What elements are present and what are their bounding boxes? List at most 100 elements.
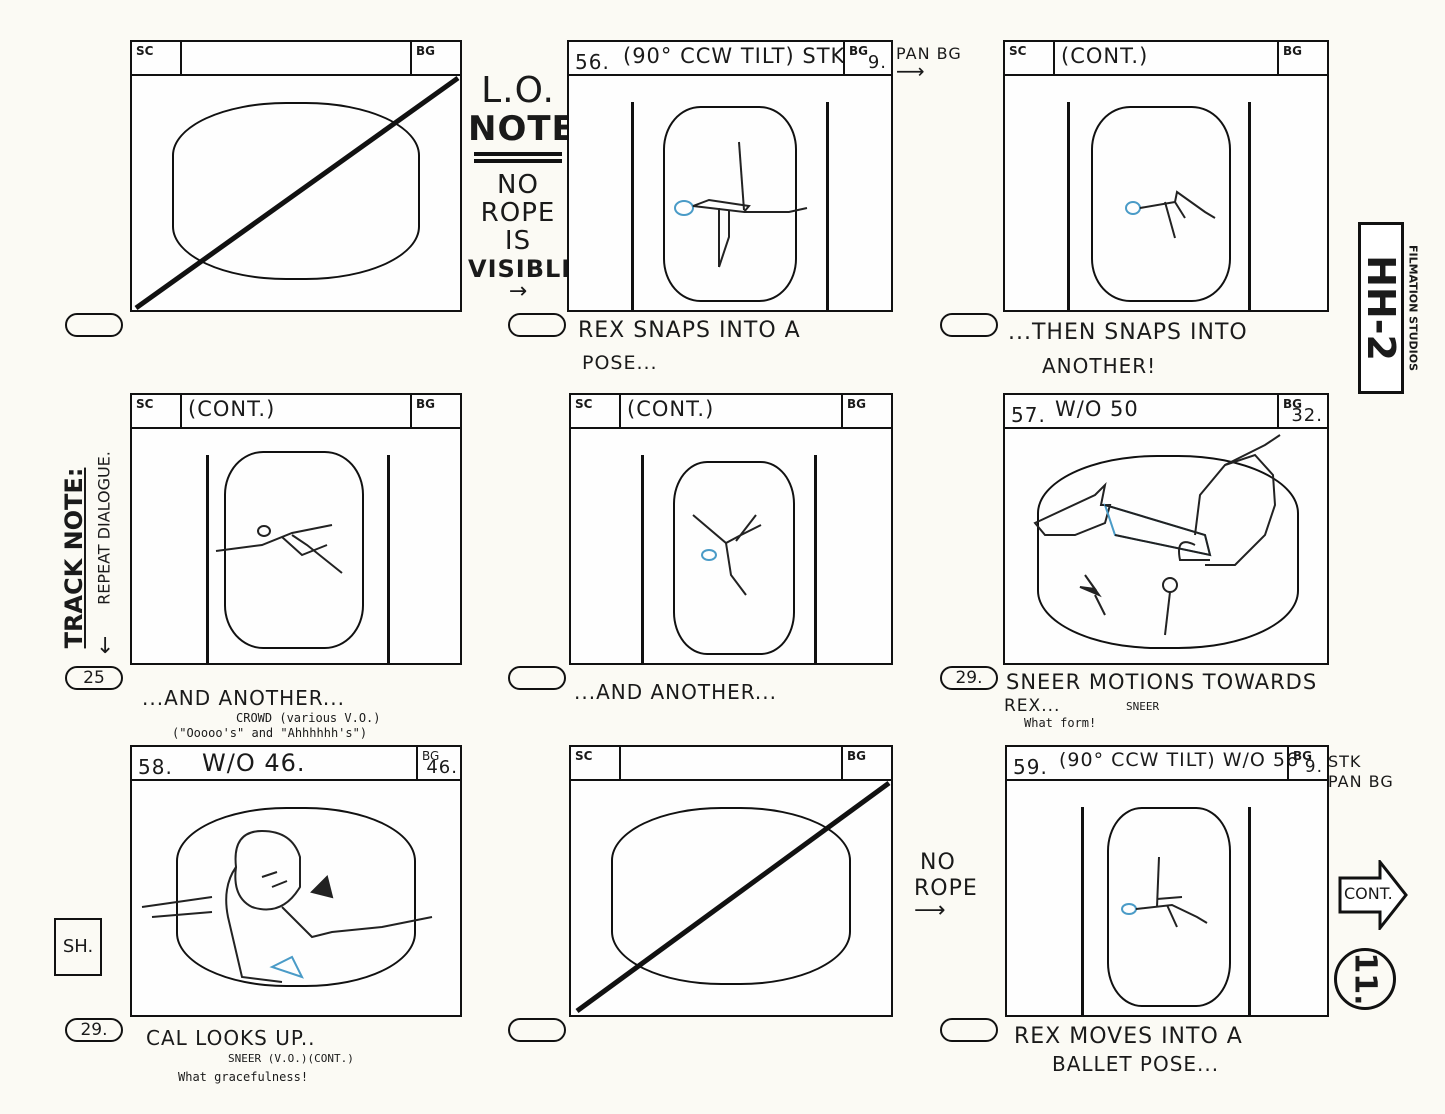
- caption-panel-2-line-1: REX SNAPS INTO A: [578, 318, 801, 343]
- caption-panel-2-line-2: POSE...: [582, 352, 658, 374]
- studio-code: HH-2: [1359, 255, 1403, 361]
- tilted-screen-frame: [1091, 106, 1231, 302]
- caption-panel-9-line-2: BALLET POSE...: [1052, 1052, 1220, 1076]
- no-rope-note: NO ROPE ⟶: [914, 850, 978, 923]
- studio-label: HH-2 FILMATION STUDIOS: [1358, 222, 1422, 398]
- vertical-frame: [1081, 807, 1251, 1015]
- scene-oval-5: [508, 666, 566, 690]
- header-note: W/O 46.: [202, 749, 306, 777]
- rex-ballet-pose-sketch: [1121, 856, 1208, 928]
- bg-label: BG: [1277, 42, 1327, 74]
- caption-panel-3-line-2: ANOTHER!: [1042, 354, 1157, 378]
- scene-number: 57.: [1011, 403, 1046, 427]
- track-note-title: TRACK NOTE:: [60, 467, 88, 649]
- bg-label: BG: [841, 395, 891, 427]
- caption-panel-6-line-2: REX...: [1004, 696, 1061, 716]
- caption-panel-6-line-1: SNEER MOTIONS TOWARDS: [1006, 670, 1318, 694]
- tilted-screen-frame: [1107, 807, 1231, 1007]
- screen-frame: [176, 807, 416, 987]
- panel-header: SC (CONT.) BG: [571, 395, 891, 429]
- scene-oval-8: [508, 1018, 566, 1042]
- continue-arrow: CONT.: [1338, 860, 1408, 930]
- arrow-right-icon: →: [508, 279, 528, 304]
- lo-note-line-1: NO: [497, 170, 539, 200]
- dialogue-sneer2-character: SNEER (V.O.)(CONT.): [228, 1052, 354, 1065]
- page-number-circle: 11.: [1334, 948, 1396, 1010]
- lo-note-title: L.O.: [481, 70, 555, 111]
- scene-number: 58.: [138, 755, 173, 779]
- arrow-right-icon: ⟶: [896, 59, 926, 83]
- panel-header: SC (CONT.) BG: [132, 395, 460, 429]
- sh-box: SH.: [54, 918, 102, 976]
- bg-label: BG: [410, 395, 460, 427]
- arrow-right-icon: [1338, 860, 1408, 930]
- continue-label: CONT.: [1344, 884, 1393, 903]
- tilted-screen-frame: [673, 461, 795, 655]
- header-note: (90° CCW TILT) W/O 56: [1059, 749, 1300, 771]
- scene-number: 59.: [1013, 755, 1048, 779]
- track-note-text: REPEAT DIALOGUE.: [94, 451, 114, 605]
- caption-panel-4: ...AND ANOTHER...: [142, 686, 346, 710]
- screen-frame: [611, 807, 851, 985]
- scene-oval-3: [940, 313, 998, 337]
- rex-pose-sketch: [692, 514, 762, 596]
- scene-oval-6: 29.: [940, 666, 998, 690]
- sc-label: SC: [571, 395, 621, 427]
- rex-pose-sketch: [215, 524, 343, 574]
- storyboard-panel-5: SC (CONT.) BG: [569, 393, 893, 665]
- vertical-frame: [631, 102, 829, 310]
- screen-frame: [1037, 455, 1299, 649]
- page-number: 11.: [1347, 952, 1383, 1006]
- dialogue-sneer2-line: What gracefulness!: [178, 1070, 309, 1084]
- header-note: W/O 50: [1055, 397, 1139, 421]
- header-note: (90° CCW TILT) STK: [623, 44, 846, 68]
- bg-number: 32.: [1291, 405, 1323, 426]
- caption-panel-7: CAL LOOKS UP..: [146, 1026, 316, 1050]
- header-note: (CONT.): [188, 397, 276, 421]
- header-note: (CONT.): [627, 397, 715, 421]
- track-note: TRACK NOTE: REPEAT DIALOGUE. ↓: [42, 448, 115, 668]
- sc-label: SC: [132, 42, 182, 74]
- dialogue-crowd-character: CROWD (various V.O.): [236, 711, 381, 725]
- sc-label: SC: [571, 747, 621, 779]
- vertical-frame: [206, 455, 390, 663]
- lo-note-title-2: NOTE:: [468, 109, 591, 149]
- bg-label: BG: [410, 42, 460, 74]
- scene-oval-9: [940, 1018, 998, 1042]
- studio-name: FILMATION STUDIOS: [1406, 244, 1420, 372]
- caption-panel-3-line-1: ...THEN SNAPS INTO: [1008, 320, 1248, 345]
- panel-header: SC (CONT.) BG: [1005, 42, 1327, 76]
- dialogue-sneer-line: What form!: [1024, 716, 1097, 730]
- rex-pose-sketch: [1125, 190, 1216, 239]
- bg-number: 9.: [1304, 757, 1323, 777]
- sc-label: SC: [1005, 42, 1055, 74]
- lo-note: L.O. NOTE: NO ROPE IS VISIBLE →: [468, 70, 591, 304]
- tilted-screen-frame: [663, 106, 797, 302]
- scene-oval-7: 29.: [65, 1018, 123, 1042]
- panel-header: SC BG: [571, 747, 891, 781]
- storyboard-panel-1: SC BG: [130, 40, 462, 312]
- dialogue-crowd-line: ("Ooooo's" and "Ahhhhhh's"): [172, 726, 368, 740]
- arrow-down-icon: ↓: [96, 634, 115, 659]
- cal-looks-up-sketch: [141, 829, 433, 983]
- scene-oval-4: 25: [65, 666, 123, 690]
- scene-oval-2: [508, 313, 566, 337]
- lo-note-underline-2: [474, 159, 562, 163]
- caption-panel-9-line-1: REX MOVES INTO A: [1014, 1024, 1243, 1049]
- lo-note-line-2: ROPE: [480, 198, 556, 228]
- lo-note-line-4: VISIBLE: [468, 255, 579, 283]
- cross-out-line: [575, 780, 891, 1014]
- vertical-frame: [641, 455, 817, 663]
- storyboard-panel-4: SC (CONT.) BG: [130, 393, 462, 665]
- bg-label: BG: [841, 747, 891, 779]
